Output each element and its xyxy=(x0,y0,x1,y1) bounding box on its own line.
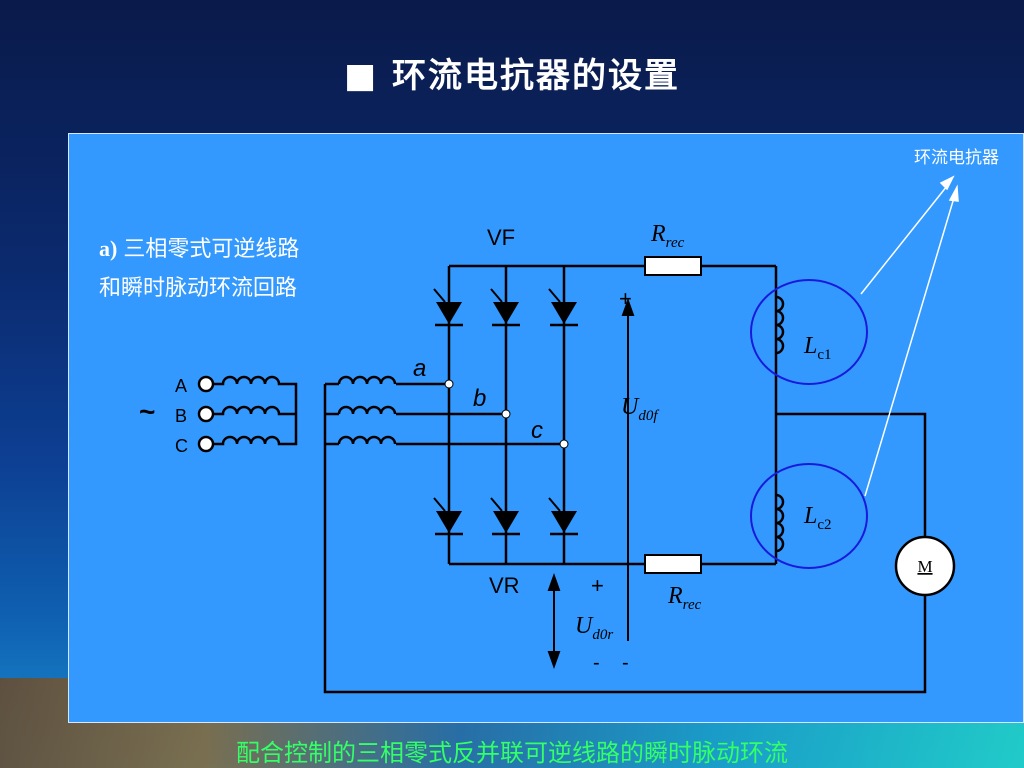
phase-b-label: B xyxy=(175,406,187,426)
circuit-diagram: M 环流电抗器 a)三相零式可逆线路 和瞬时脉动环流回路 VF VR Rrec … xyxy=(99,148,999,694)
r-rec-bottom: Rrec xyxy=(667,583,702,613)
junction-dot xyxy=(444,379,454,389)
thyristor-symbol xyxy=(548,288,578,327)
terminal-b xyxy=(197,405,215,423)
voltage-arrows xyxy=(547,298,635,669)
reactor-coils xyxy=(775,295,785,553)
thyristor-symbol xyxy=(490,497,520,536)
ac-source-symbol: ~ xyxy=(139,396,155,427)
desc-line-1-text: 三相零式可逆线路 xyxy=(123,236,299,261)
ud0f-label: Ud0f xyxy=(621,394,659,424)
thyristor-symbol xyxy=(433,497,463,536)
desc-line-1: a)三相零式可逆线路 xyxy=(99,236,299,261)
plus-top: + xyxy=(619,286,632,311)
node-c-label: c xyxy=(531,417,543,444)
plus-bottom: + xyxy=(591,573,604,598)
desc-prefix: a) xyxy=(99,236,117,261)
thyristor-symbol xyxy=(490,288,520,327)
resistor-top xyxy=(644,256,702,276)
slide-title: ■ 环流电抗器的设置 xyxy=(344,56,680,96)
terminal-c xyxy=(197,435,215,453)
secondary-coils xyxy=(337,375,397,445)
thyristors xyxy=(433,288,578,536)
junction-dot xyxy=(559,439,569,449)
reactor-highlight-circle xyxy=(750,279,868,385)
ud0r-label: Ud0r xyxy=(575,613,613,643)
r-rec-top: Rrec xyxy=(650,221,685,251)
slide-caption: 配合控制的三相零式反并联可逆线路的瞬时脉动环流 xyxy=(236,739,788,767)
thyristor-symbol xyxy=(433,288,463,327)
primary-coils xyxy=(213,375,281,446)
minus-1: - xyxy=(593,652,600,674)
circuit-panel: M 环流电抗器 a)三相零式可逆线路 和瞬时脉动环流回路 VF VR Rrec … xyxy=(68,133,1024,723)
phase-a-label: A xyxy=(175,376,187,396)
vf-label: VF xyxy=(487,225,515,250)
lc1-label: Lc1 xyxy=(803,333,832,363)
reactor-highlight-circle xyxy=(750,463,868,569)
reactor-pointer-arrows xyxy=(860,175,959,497)
lc2-label: Lc2 xyxy=(803,503,832,533)
thyristor-symbol xyxy=(548,497,578,536)
junction-dot xyxy=(501,409,511,419)
node-a-label: a xyxy=(413,355,426,382)
terminal-a xyxy=(197,375,215,393)
phase-c-label: C xyxy=(175,436,188,456)
motor-symbol xyxy=(894,535,956,597)
minus-2: - xyxy=(622,652,629,674)
resistor-bottom xyxy=(644,554,702,574)
motor-label: M xyxy=(917,557,932,576)
vr-label: VR xyxy=(489,573,520,598)
reactor-label: 环流电抗器 xyxy=(914,148,999,167)
node-b-label: b xyxy=(473,385,486,412)
desc-line-2: 和瞬时脉动环流回路 xyxy=(99,275,297,300)
